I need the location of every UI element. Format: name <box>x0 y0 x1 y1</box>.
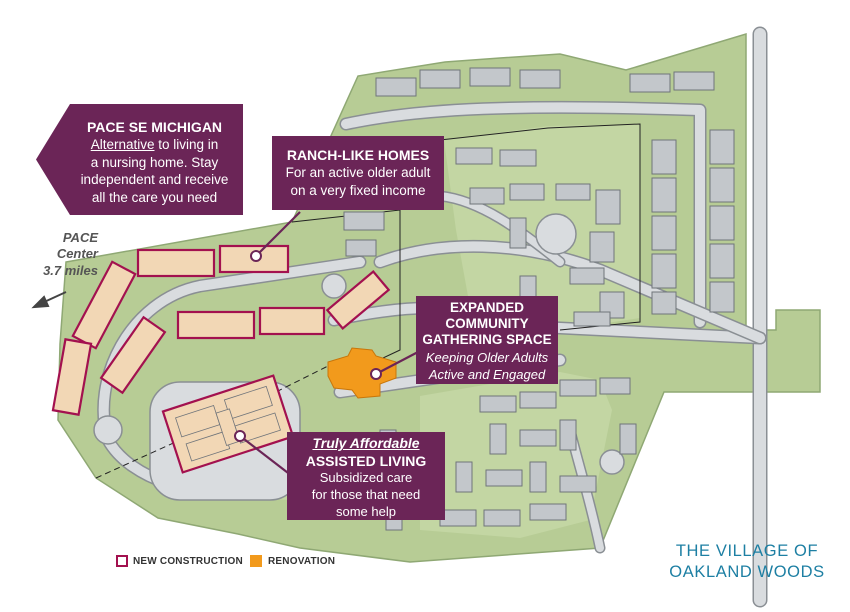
callout-pointer-dots <box>234 250 382 442</box>
assisted-callout-line3: some help <box>336 504 396 520</box>
assisted-living-callout: Truly Affordable ASSISTED LIVING Subsidi… <box>287 432 445 520</box>
pace-callout-line1-rest: to living in <box>154 137 219 153</box>
cul-de-sac <box>93 415 123 445</box>
interior-block-south <box>420 372 612 538</box>
assisted-callout-line2: for those that need <box>311 487 421 503</box>
cul-de-sac <box>535 213 577 255</box>
legend-new-construction-swatch <box>116 555 128 567</box>
assisted-callout-title: ASSISTED LIVING <box>305 453 427 470</box>
pace-center-line2: Center <box>56 246 98 262</box>
ranch-callout-line2: on a very fixed income <box>290 182 426 198</box>
ranch-callout: RANCH-LIKE HOMES For an active older adu… <box>272 136 444 210</box>
ranch-home-building <box>51 338 93 416</box>
pace-callout-underlined: Alternative <box>90 137 155 153</box>
map-title-line1: THE VILLAGE OF <box>675 542 819 560</box>
assisted-living-wings <box>175 385 281 462</box>
assisted-callout-title-italic: Truly Affordable <box>312 435 420 451</box>
pace-callout: PACE SE MICHIGAN Alternative to living i… <box>36 104 243 215</box>
pace-center-label: PACE Center 3.7 miles <box>28 230 98 279</box>
legend-renovation-swatch <box>250 555 262 567</box>
ranch-home-building <box>176 310 256 340</box>
ranch-home-building <box>325 269 391 331</box>
community-callout-title3: GATHERING SPACE <box>422 332 552 348</box>
community-callout-line2: Active and Engaged <box>428 367 546 383</box>
pace-direction-arrow-icon <box>31 291 67 309</box>
legend-new-construction-label: NEW CONSTRUCTION <box>133 556 243 567</box>
pace-center-line3: 3.7 miles <box>43 262 98 278</box>
map-title-line2: OAKLAND WOODS <box>669 562 825 581</box>
pace-callout-line2: a nursing home. Stay <box>90 154 219 170</box>
pace-callout-line4: all the care you need <box>91 189 218 205</box>
pace-callout-line1: Alternative to living in <box>76 136 233 154</box>
cul-de-sac <box>321 273 347 299</box>
pace-center-line1: PACE <box>62 230 98 245</box>
community-callout-title2: COMMUNITY <box>445 316 529 332</box>
renovation-building <box>327 347 397 399</box>
community-callout: EXPANDED COMMUNITY GATHERING SPACE Keepi… <box>416 296 558 384</box>
assisted-callout-line1: Subsidized care <box>319 470 413 486</box>
community-callout-title1: EXPANDED <box>449 300 524 315</box>
ranch-home-building <box>136 248 216 278</box>
ranch-callout-line1: For an active older adult <box>285 165 431 181</box>
pace-callout-title: PACE SE MICHIGAN <box>86 119 223 135</box>
legend-renovation-label: RENOVATION <box>268 556 336 567</box>
ranch-callout-title: RANCH-LIKE HOMES <box>286 147 430 163</box>
ranch-home-building <box>99 315 167 395</box>
map-title: THE VILLAGE OF OAKLAND WOODS <box>662 541 832 582</box>
phase-boundary <box>439 123 641 331</box>
cul-de-sac <box>599 449 625 475</box>
pace-callout-line3: independent and receive <box>80 172 229 188</box>
community-callout-line1: Keeping Older Adults <box>425 349 549 365</box>
callout-pointers <box>239 211 419 477</box>
ranch-home-building <box>258 306 326 336</box>
existing-buildings <box>343 67 735 531</box>
